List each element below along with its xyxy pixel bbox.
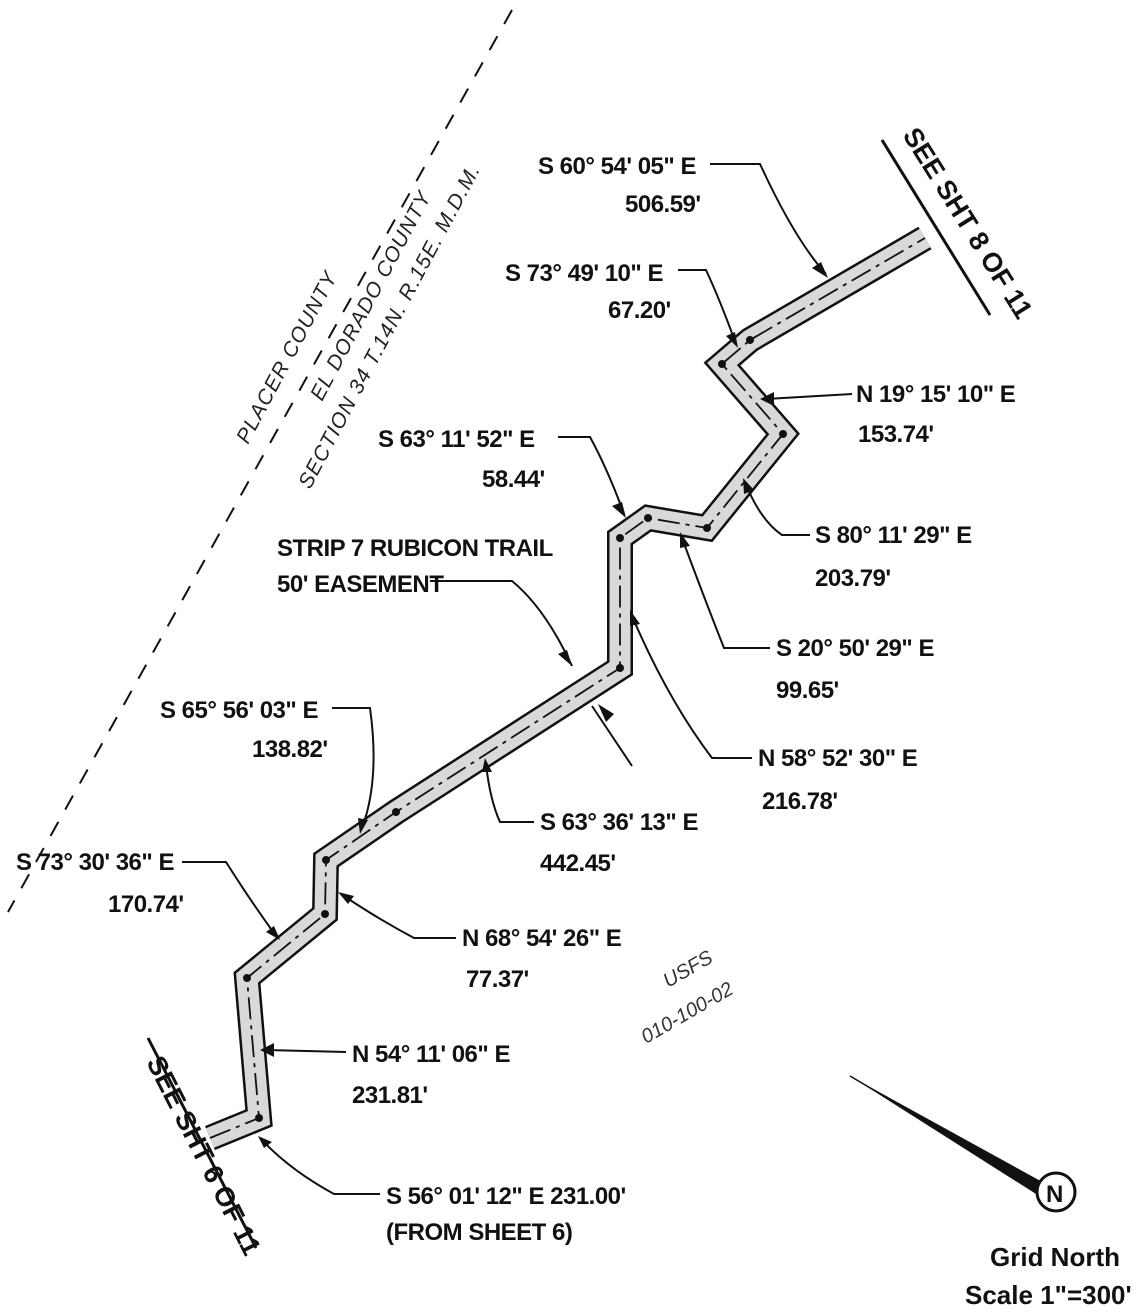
svg-text:442.45': 442.45'	[540, 850, 616, 877]
scale-label: Scale 1"=300'	[965, 1280, 1132, 1310]
svg-text:58.44': 58.44'	[482, 466, 545, 493]
svg-text:S 73° 49' 10" E: S 73° 49' 10" E	[505, 260, 663, 287]
course-label-10: S 73° 30' 36" E 170.74'	[16, 849, 280, 940]
svg-text:N 19° 15' 10" E: N 19° 15' 10" E	[856, 381, 1016, 408]
course-label-2: S 73° 49' 10" E 67.20'	[505, 260, 738, 348]
svg-text:S 63° 11' 52" E: S 63° 11' 52" E	[378, 426, 535, 453]
county-line	[7, 9, 513, 913]
course-label-5: S 80° 11' 29" E 203.79'	[743, 478, 973, 592]
easement-centerline	[209, 237, 926, 1139]
course-label-6: S 20° 50' 29" E 99.65'	[680, 532, 935, 704]
svg-text:S 56° 01' 12" E 231.00': S 56° 01' 12" E 231.00'	[386, 1183, 626, 1210]
svg-text:216.78': 216.78'	[762, 788, 838, 815]
svg-text:N 58° 52' 30" E: N 58° 52' 30" E	[758, 745, 918, 772]
strip-title-line1: STRIP 7 RUBICON TRAIL	[277, 535, 553, 562]
match-line-top-label: SEE SHT 8 OF 11	[897, 122, 1039, 324]
angle-points	[243, 336, 787, 1122]
course-label-9: S 63° 36' 13" E 442.45'	[482, 758, 699, 877]
svg-text:138.82': 138.82'	[252, 736, 328, 763]
grid-north-label: Grid North	[990, 1242, 1120, 1272]
course-label-12: N 54° 11' 06" E 231.81'	[260, 1041, 511, 1109]
match-line-top	[880, 139, 992, 316]
course-label-11: N 68° 54' 26" E 77.37'	[338, 892, 622, 993]
course-label-4: S 63° 11' 52" E 58.44'	[378, 426, 626, 518]
svg-text:153.74': 153.74'	[858, 421, 934, 448]
parcel-label-line1: USFS	[660, 946, 718, 992]
strip-title-line2: 50' EASEMENT	[277, 571, 444, 598]
svg-text:S 73° 30' 36" E: S 73° 30' 36" E	[16, 849, 174, 876]
svg-text:N: N	[1046, 1181, 1063, 1208]
match-line-bottom	[146, 1037, 258, 1249]
north-arrow-icon: N	[849, 1075, 1077, 1213]
svg-text:170.74': 170.74'	[108, 891, 184, 918]
svg-text:S 63° 36' 13" E: S 63° 36' 13" E	[540, 809, 698, 836]
svg-text:S 65° 56' 03" E: S 65° 56' 03" E	[160, 697, 318, 724]
course-label-3: N 19° 15' 10" E 153.74'	[760, 381, 1016, 448]
svg-text:77.37': 77.37'	[466, 966, 529, 993]
svg-text:231.81': 231.81'	[352, 1082, 428, 1109]
svg-text:N 68° 54' 26" E: N 68° 54' 26" E	[462, 925, 622, 952]
course-label-8: S 65° 56' 03" E 138.82'	[160, 697, 375, 834]
svg-text:(FROM SHEET 6): (FROM SHEET 6)	[386, 1219, 572, 1246]
svg-text:506.59': 506.59'	[625, 191, 701, 218]
svg-text:S 60° 54' 05" E: S 60° 54' 05" E	[538, 153, 696, 180]
svg-text:67.20': 67.20'	[608, 297, 671, 324]
course-label-7: N 58° 52' 30" E 216.78'	[630, 610, 918, 815]
course-label-1: S 60° 54' 05" E 506.59'	[538, 153, 828, 278]
course-label-13: S 56° 01' 12" E 231.00' (FROM SHEET 6)	[258, 1136, 626, 1246]
parcel-label-line2: 010-100-02	[638, 978, 738, 1048]
svg-text:S 20° 50' 29" E: S 20° 50' 29" E	[776, 635, 934, 662]
svg-text:N 54° 11' 06" E: N 54° 11' 06" E	[352, 1041, 510, 1068]
svg-text:203.79': 203.79'	[815, 565, 891, 592]
svg-text:S 80° 11' 29" E: S 80° 11' 29" E	[815, 522, 972, 549]
svg-text:99.65': 99.65'	[776, 677, 839, 704]
